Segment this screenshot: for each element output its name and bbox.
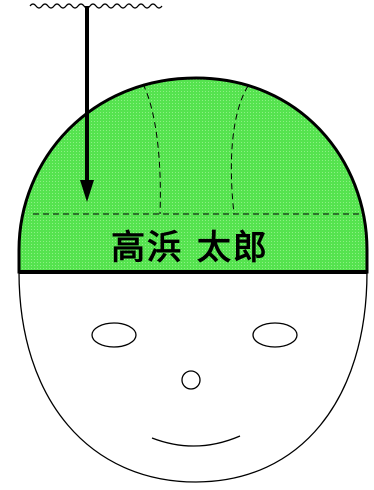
wavy-line bbox=[29, 3, 163, 9]
cap-dome bbox=[17, 76, 369, 274]
cap-seam-left bbox=[142, 83, 161, 215]
right-eye bbox=[252, 322, 298, 348]
mouth bbox=[151, 435, 241, 447]
arrow-head bbox=[80, 180, 94, 202]
nose bbox=[181, 370, 201, 390]
cap-name-label: 高浜 太郎 bbox=[111, 228, 269, 268]
cap-seam-right bbox=[230, 85, 249, 215]
left-eye bbox=[91, 322, 137, 348]
